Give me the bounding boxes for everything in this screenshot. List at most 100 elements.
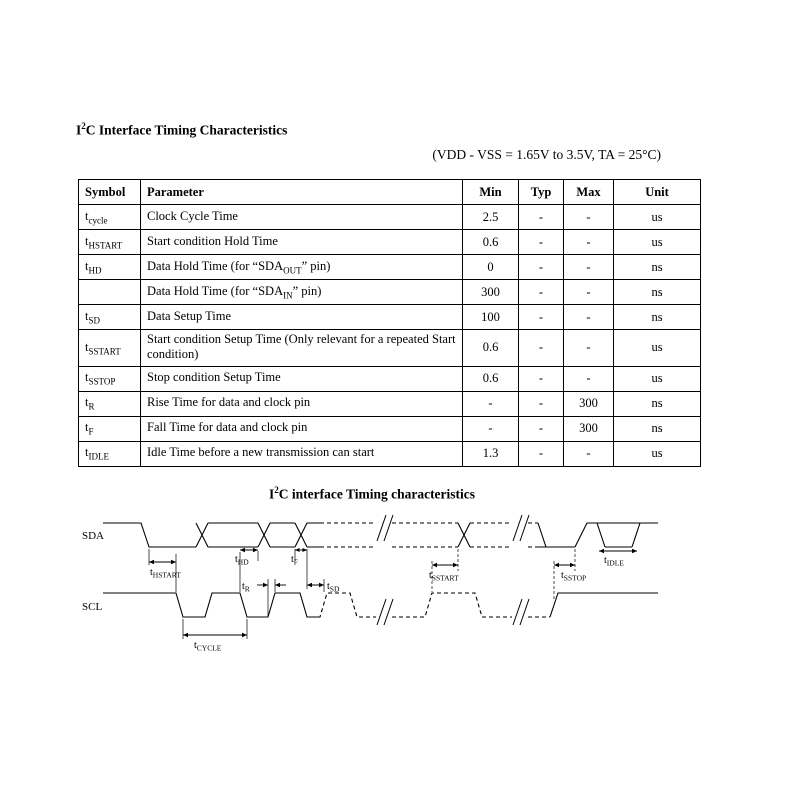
col-header-max: Max	[563, 179, 614, 205]
typ-cell: -	[518, 304, 564, 330]
thstart-arrow	[149, 559, 176, 565]
unit-cell: ns	[613, 415, 701, 442]
unit-cell: us	[613, 204, 701, 230]
max-cell: -	[563, 440, 614, 467]
max-cell: -	[563, 204, 614, 230]
min-cell: -	[462, 390, 519, 417]
parameter-text: Data Hold Time (for “SDA	[147, 283, 284, 298]
thd-arrow	[240, 547, 258, 553]
table-row: tHSTART Start condition Hold Time 0.6 - …	[78, 229, 701, 255]
test-condition: (VDD - VSS = 1.65V to 3.5V, TA = 25°C)	[432, 147, 661, 162]
parameter-cell: Data Hold Time (for “SDAIN” pin)	[140, 279, 463, 305]
scl-label: SCL	[82, 601, 102, 613]
max-cell: -	[563, 279, 614, 305]
parameter-text: Fall Time for data and clock pin	[147, 420, 308, 435]
symbol-base: t	[85, 339, 89, 354]
parameter-text: Idle Time before a new transmission can …	[147, 445, 375, 460]
symbol-subscript: HD	[88, 265, 102, 276]
page-title-text: I	[76, 122, 82, 138]
max-cell: -	[563, 365, 614, 392]
unit-cell: ns	[613, 390, 701, 417]
timing-table: Symbol Parameter Min Typ Max Unit tcycle…	[78, 179, 701, 467]
parameter-cell: Stop condition Setup Time	[140, 365, 463, 392]
break-mark-sda-2	[512, 514, 530, 542]
parameter-text: Clock Cycle Time	[147, 208, 238, 223]
sda-label: SDA	[82, 530, 104, 542]
diagram-heading-text: I	[268, 486, 275, 502]
thstart-label: tHSTART	[150, 567, 181, 580]
table-header-row: Symbol Parameter Min Typ Max Unit	[78, 179, 701, 205]
table-row: tSD Data Setup Time 100 - - ns	[78, 304, 701, 330]
min-cell: -	[462, 415, 519, 442]
max-cell: 300	[563, 390, 614, 417]
thd-label: tHD	[235, 554, 249, 567]
typ-cell: -	[518, 440, 564, 467]
diagram-heading-superscript: 2	[274, 485, 279, 495]
col-header-parameter: Parameter	[140, 179, 463, 205]
typ-cell: -	[518, 415, 564, 442]
table-row: tcycle Clock Cycle Time 2.5 - - us	[78, 204, 701, 230]
col-header-typ: Typ	[518, 179, 564, 205]
timing-diagram: SDA SCL tHSTART tHD tF tR tSD tSSTART tS…	[82, 514, 658, 653]
table-row: tR Rise Time for data and clock pin - - …	[78, 390, 701, 417]
symbol-base: t	[85, 308, 89, 323]
symbol-base: t	[85, 370, 89, 385]
tsd-arrow	[307, 582, 324, 588]
typ-cell: -	[518, 279, 564, 305]
tcycle-arrow	[183, 632, 247, 638]
symbol-cell: tSSTART	[78, 329, 141, 367]
col-header-min: Min	[462, 179, 519, 205]
page-title: I2C Interface Timing Characteristics	[76, 121, 287, 139]
unit-cell: us	[613, 440, 701, 467]
diagram-heading: I2C interface Timing characteristics	[0, 485, 744, 503]
symbol-subscript: IDLE	[88, 451, 109, 462]
max-cell: 300	[563, 415, 614, 442]
symbol-subscript: cycle	[88, 215, 108, 226]
min-cell: 0.6	[462, 329, 519, 367]
max-cell: -	[563, 304, 614, 330]
symbol-base: t	[85, 445, 89, 460]
parameter-subscript: IN	[283, 290, 293, 301]
parameter-cell: Start condition Hold Time	[140, 229, 463, 255]
tf-arrow	[295, 548, 307, 552]
min-cell: 0.6	[462, 229, 519, 255]
tcycle-label: tCYCLE	[194, 640, 222, 653]
max-cell: -	[563, 229, 614, 255]
break-mark-scl-2	[512, 598, 530, 626]
tidle-arrow	[599, 548, 637, 554]
min-cell: 2.5	[462, 204, 519, 230]
parameter-text: Start condition Hold Time	[147, 233, 278, 248]
max-cell: -	[563, 254, 614, 280]
unit-cell: us	[613, 365, 701, 392]
parameter-text-rest: ” pin)	[292, 283, 322, 298]
typ-cell: -	[518, 390, 564, 417]
symbol-subscript: HSTART	[88, 240, 123, 251]
table-row: tSSTART Start condition Setup Time (Only…	[78, 329, 701, 367]
scl-waveform	[103, 592, 658, 618]
table-body: tcycle Clock Cycle Time 2.5 - - us tHSTA…	[78, 204, 701, 467]
waveform-break-marks	[376, 514, 530, 626]
diagram-heading-rest: C interface Timing characteristics	[278, 486, 476, 502]
break-mark-scl-1	[376, 598, 394, 626]
table-row: Data Hold Time (for “SDAIN” pin) 300 - -…	[78, 279, 701, 305]
symbol-cell: tHSTART	[78, 229, 141, 255]
tsd-label: tSD	[327, 581, 340, 594]
min-cell: 0	[462, 254, 519, 280]
tsstop-arrow	[554, 562, 575, 568]
symbol-cell	[78, 279, 141, 305]
unit-cell: us	[613, 329, 701, 367]
symbol-subscript: SSTART	[88, 346, 121, 356]
table-row: tF Fall Time for data and clock pin - - …	[78, 415, 701, 442]
col-header-unit: Unit	[613, 179, 701, 205]
sda-waveform	[103, 522, 658, 548]
min-cell: 100	[462, 304, 519, 330]
symbol-cell: tF	[78, 415, 141, 442]
parameter-text-rest: ” pin)	[301, 258, 331, 273]
symbol-base: t	[85, 395, 89, 410]
parameter-cell: Idle Time before a new transmission can …	[140, 440, 463, 467]
tsstart-arrow	[432, 562, 458, 568]
guide-lines	[148, 549, 576, 639]
symbol-base: t	[85, 208, 89, 223]
parameter-subscript: OUT	[283, 265, 302, 276]
